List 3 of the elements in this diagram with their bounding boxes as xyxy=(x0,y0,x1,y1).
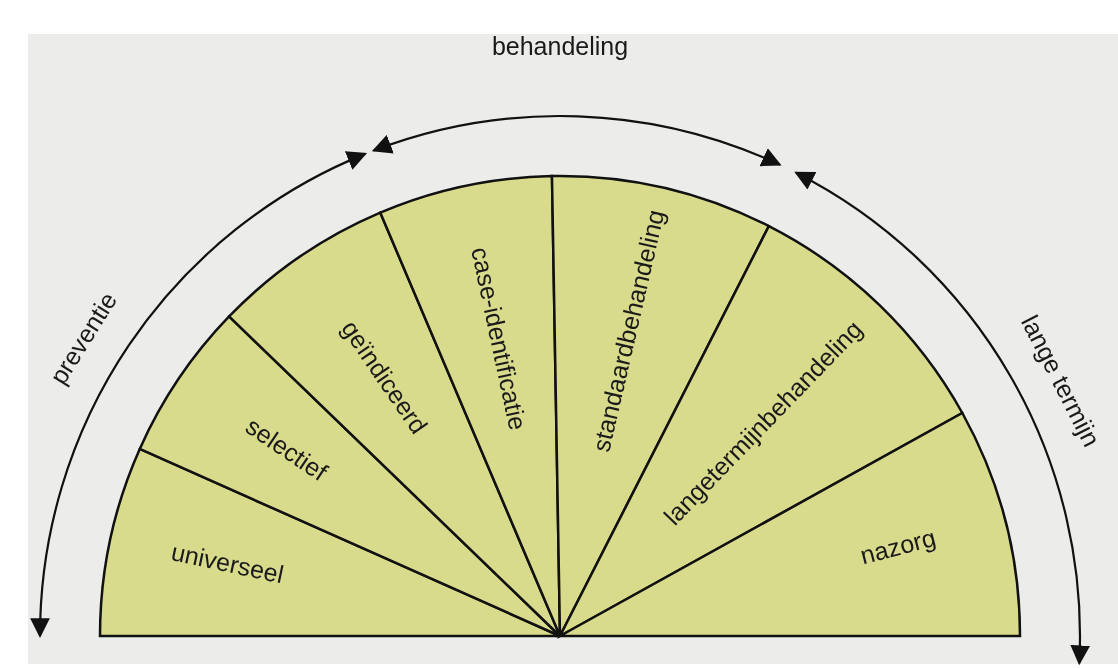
sector-label: nazorg xyxy=(857,523,939,570)
sector-label: universeel xyxy=(168,537,287,589)
phase-label: behandeling xyxy=(491,31,629,60)
